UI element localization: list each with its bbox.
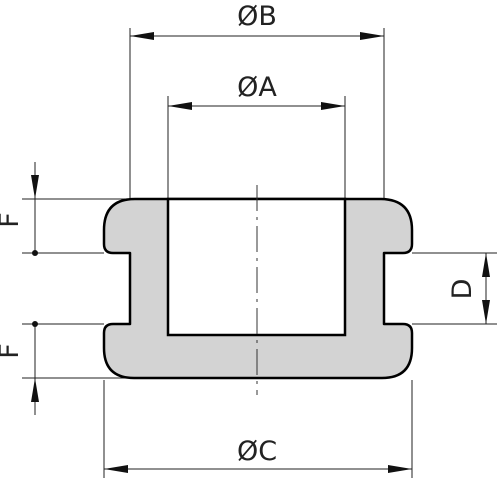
dimension-label-f-top: F: [0, 212, 25, 228]
dimension-label-d: D: [447, 279, 478, 300]
arrowhead-f-top: [31, 175, 39, 199]
dimension-dot-f-bottom: [32, 321, 38, 327]
arrowhead-d-bottom: [482, 300, 490, 324]
arrowhead-a-right: [321, 102, 345, 110]
arrowhead-a-left: [168, 102, 192, 110]
dimension-label-c: ØC: [237, 436, 277, 467]
arrowhead-b-left: [130, 32, 154, 40]
arrowhead-c-left: [104, 465, 128, 473]
dimension-a: ØA: [168, 72, 345, 110]
arrowhead-d-top: [482, 253, 490, 277]
dimension-label-f-bottom: F: [0, 343, 25, 359]
arrowhead-b-right: [360, 32, 384, 40]
dimension-d: D: [447, 253, 490, 324]
dimension-f-top: F: [0, 162, 39, 256]
dimension-b: ØB: [130, 1, 384, 40]
arrowhead-c-right: [388, 465, 412, 473]
dimension-c: ØC: [104, 436, 412, 473]
arrowhead-f-bottom: [31, 378, 39, 402]
dimension-label-b: ØB: [237, 1, 277, 32]
dimension-f-bottom: F: [0, 321, 39, 415]
dimension-label-a: ØA: [237, 72, 277, 103]
dimension-dot-f-top: [32, 250, 38, 256]
